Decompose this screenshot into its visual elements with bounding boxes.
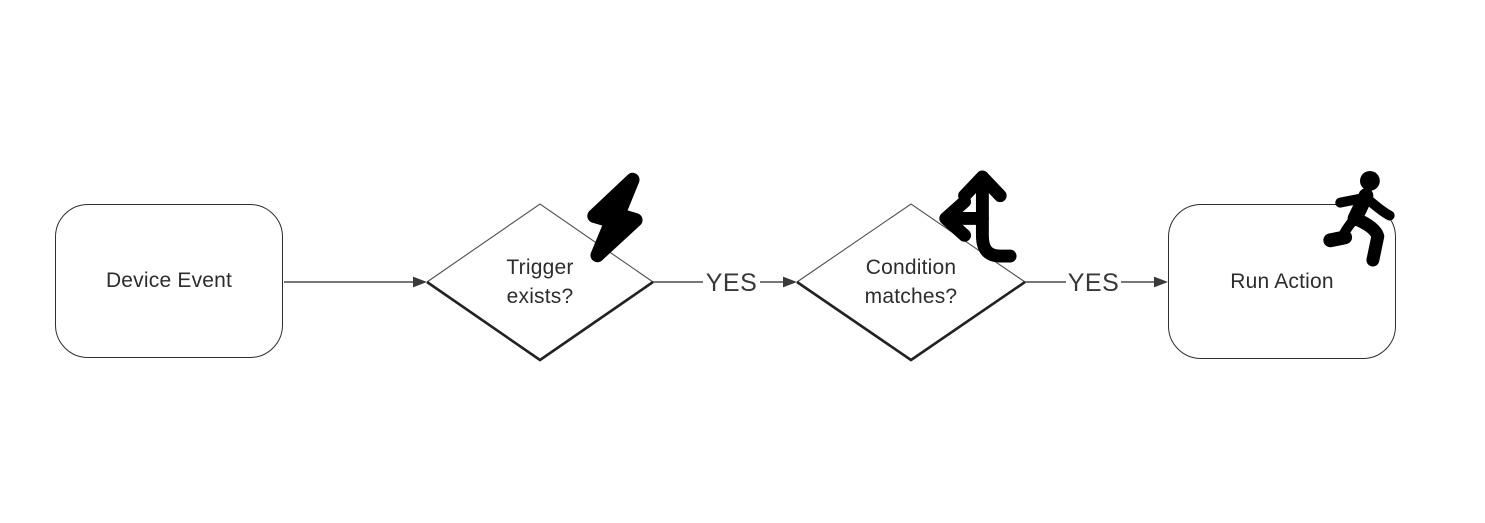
split-arrows-glyph [939, 170, 1017, 263]
arrowhead-icon [413, 276, 427, 288]
diamond-top-edges [426, 203, 654, 283]
label-line-1: Trigger [506, 256, 574, 279]
node-trigger-exists-label: Trigger exists? [440, 253, 640, 311]
stem-path [975, 173, 1017, 263]
diamond-bottom-edges [426, 280, 654, 362]
arrowhead-icon [1154, 276, 1168, 288]
lightning-bolt-glyph [587, 172, 643, 263]
node-device-event: Device Event [55, 204, 283, 358]
edge-trigger-to-condition [653, 276, 797, 288]
label-line-2: exists? [506, 285, 574, 308]
diamond-bottom-edges [796, 280, 1026, 362]
runner-back-arm [1335, 192, 1370, 208]
edge-condition-to-action [1025, 276, 1168, 288]
person-running-glyph [1323, 170, 1395, 267]
node-device-event-label: Device Event [105, 269, 233, 292]
lightning-bolt-icon [587, 172, 643, 263]
runner-front-leg [1348, 212, 1385, 267]
person-running-icon [1323, 170, 1395, 267]
edge-label-yes-2: YES [1067, 269, 1120, 297]
edge-label-yes-1: YES [705, 269, 758, 297]
arrowhead-icon [783, 276, 797, 288]
runner-shoe [1323, 230, 1353, 248]
edge-device-to-trigger [284, 276, 427, 288]
runner-head [1359, 170, 1380, 191]
node-run-action: Run Action [1168, 204, 1396, 359]
runner-front-arm [1361, 193, 1395, 221]
node-condition-matches-label: Condition matches? [811, 253, 1011, 311]
label-line-2: matches? [864, 285, 958, 308]
split-arrows-icon [939, 170, 1017, 263]
left-arrowhead [939, 195, 972, 242]
node-run-action-label: Run Action [1230, 269, 1334, 293]
label-line-1: Condition [865, 256, 957, 279]
up-arrowhead [958, 170, 1007, 203]
